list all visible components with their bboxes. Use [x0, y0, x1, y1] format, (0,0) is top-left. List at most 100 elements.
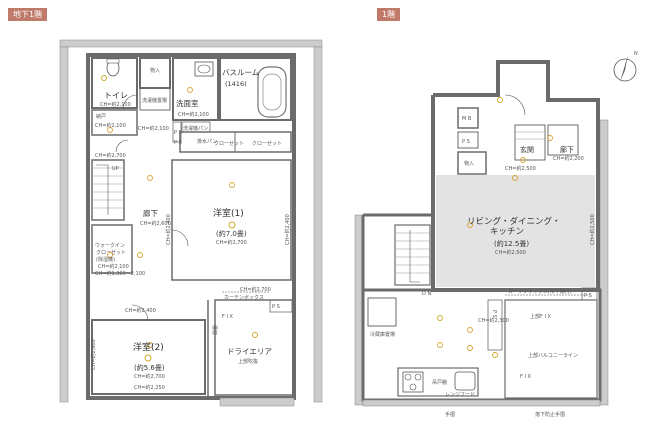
washer-pan-label: 洗濯機パン — [183, 125, 208, 132]
toilet-walls — [91, 57, 138, 109]
room2-label: 洋室(2) — [133, 341, 164, 353]
fridge-label: 冷蔵庫置場 — [370, 331, 395, 338]
compass: N — [613, 51, 638, 82]
first-storage-box — [457, 151, 487, 175]
ldk-label-1: リビング・ダイニング・ — [467, 216, 561, 227]
powder-room-label: 洗面室 — [176, 98, 199, 108]
corridor-label: 廊下 — [143, 208, 158, 218]
room1-low-ch-label: CH=約2,700 — [240, 286, 271, 293]
range-hood-label: レンジフード — [445, 392, 475, 398]
basement-right-retaining-wall — [313, 46, 323, 403]
washbasin-icon — [194, 61, 214, 77]
light-entrance-2 — [520, 157, 526, 163]
corridor-ch-label: CH=約2,600 — [140, 220, 171, 227]
room1-walls — [171, 159, 292, 281]
compass-north-label: N — [634, 51, 638, 57]
ldk-size-label: (約12.5畳) — [494, 239, 529, 248]
room1-center-light — [228, 221, 236, 229]
storage-top-label: 物入 — [150, 67, 160, 74]
ldk-label-2: キッチン — [490, 227, 524, 237]
dry-area-walls — [214, 299, 294, 396]
entrance-area — [514, 124, 546, 161]
basement-lights — [101, 75, 258, 348]
light-kitchen-4 — [467, 345, 473, 351]
first-stair-arrow — [409, 230, 420, 283]
light-ldk-2 — [467, 222, 473, 228]
closet1-label: クローゼット — [214, 140, 244, 147]
ps3-label: P S — [272, 304, 280, 310]
toilet-ch-label: CH=約2,100 — [100, 101, 131, 108]
first-side-ch-label: CH=約2,500 — [589, 214, 596, 245]
light-nando — [107, 127, 113, 133]
burner-2-icon — [414, 373, 422, 381]
window-label: 腰窓 — [211, 325, 218, 335]
first-bottom-strip — [362, 399, 601, 407]
toilet-door-swing — [122, 94, 138, 110]
light-hall — [547, 135, 553, 141]
first-storage-label: 物入 — [464, 160, 474, 167]
first-stairs — [394, 224, 431, 286]
bathroom-walls — [219, 57, 292, 121]
wic-label-2: クローゼット — [96, 249, 126, 256]
room2-walls — [91, 319, 206, 395]
light-wic — [107, 252, 113, 258]
light-entrance — [497, 97, 503, 103]
ldk-highlight — [436, 175, 595, 287]
fix-label: F I X — [222, 314, 234, 320]
nando-walls — [91, 109, 138, 136]
fridge-space — [367, 297, 397, 327]
ps-top-label: P S — [462, 139, 470, 145]
light-room2 — [147, 342, 153, 348]
mb-box — [457, 107, 479, 129]
fix-window-label: F I X — [520, 374, 532, 380]
wic-label-3: (除湿機) — [96, 256, 115, 263]
curtain-box-label: カーテンボックス — [224, 294, 264, 301]
up-label: UP — [112, 166, 119, 172]
first-floor-plan: M B P S 物入 玄関 廊下 CH=約2,200 CH=約2,500 リビン… — [354, 60, 609, 418]
first-lights — [437, 97, 553, 358]
basement-bottom-strip — [219, 397, 295, 407]
upper-fix-label: 上部F I X — [530, 313, 552, 320]
light-kitchen-3 — [437, 342, 443, 348]
powder-room-walls — [172, 57, 219, 121]
ps2-label: P S — [174, 140, 182, 146]
kitchen-sink-icon — [454, 371, 476, 391]
first-curtain-box-label: カーテンボックス(吊下棚付) — [508, 288, 572, 295]
nando-door-swing — [115, 139, 129, 153]
burner-1-icon — [404, 373, 412, 381]
entrance-label: 玄関 — [520, 145, 534, 154]
powder-ch-label: CH=約2,100 — [178, 111, 209, 118]
ps-mid-label: P S — [491, 310, 497, 318]
ps-right-label: P S — [584, 293, 592, 299]
light-corridor-2 — [137, 252, 143, 258]
room1-ch-label: CH=約2,700 — [216, 239, 247, 246]
light-room1 — [229, 182, 235, 188]
walk-in-closet-walls — [91, 224, 133, 274]
light-kitchen-2 — [467, 327, 473, 333]
first-corridor-ch-label: CH=約2,200 — [553, 155, 584, 162]
bathtub — [257, 66, 287, 118]
toilet-tank-icon — [106, 58, 120, 64]
room1-size-label: (約7.0畳) — [216, 229, 247, 238]
dn-label: D N — [422, 291, 431, 297]
basement-top-retaining-wall — [59, 39, 323, 48]
light-toilet — [101, 75, 107, 81]
ldk-ch-label: CH=約2,500 — [495, 249, 526, 256]
closet2-label: クローゼット — [252, 140, 282, 147]
washbasin-bowl-icon — [197, 64, 211, 74]
entrance-door-swing — [504, 94, 526, 116]
first-corridor-label: 廊下 — [560, 145, 574, 154]
ps-box-3 — [269, 299, 293, 313]
kitchen-ch-label: CH=約2,300 — [478, 317, 509, 324]
basement-floor-tag: 地下1階 — [8, 8, 48, 21]
wic-ch2-label: CH=約1,300～2,100 — [95, 270, 145, 277]
wic-ch1-label: CH=約2,100 — [98, 263, 129, 270]
entrance-ch-label: CH=約2,500 — [505, 165, 536, 172]
hall-ch-top-label: CH=約2,100 — [138, 125, 169, 132]
washer-space-label: 洗濯機置場 — [142, 97, 167, 104]
mb-label: M B — [462, 116, 472, 122]
room2-size-label: (約5.6畳) — [134, 363, 165, 372]
kitchen-counter — [397, 367, 479, 397]
wic-label-1: ウォークイン — [95, 242, 125, 249]
cooktop-icon — [402, 371, 424, 393]
